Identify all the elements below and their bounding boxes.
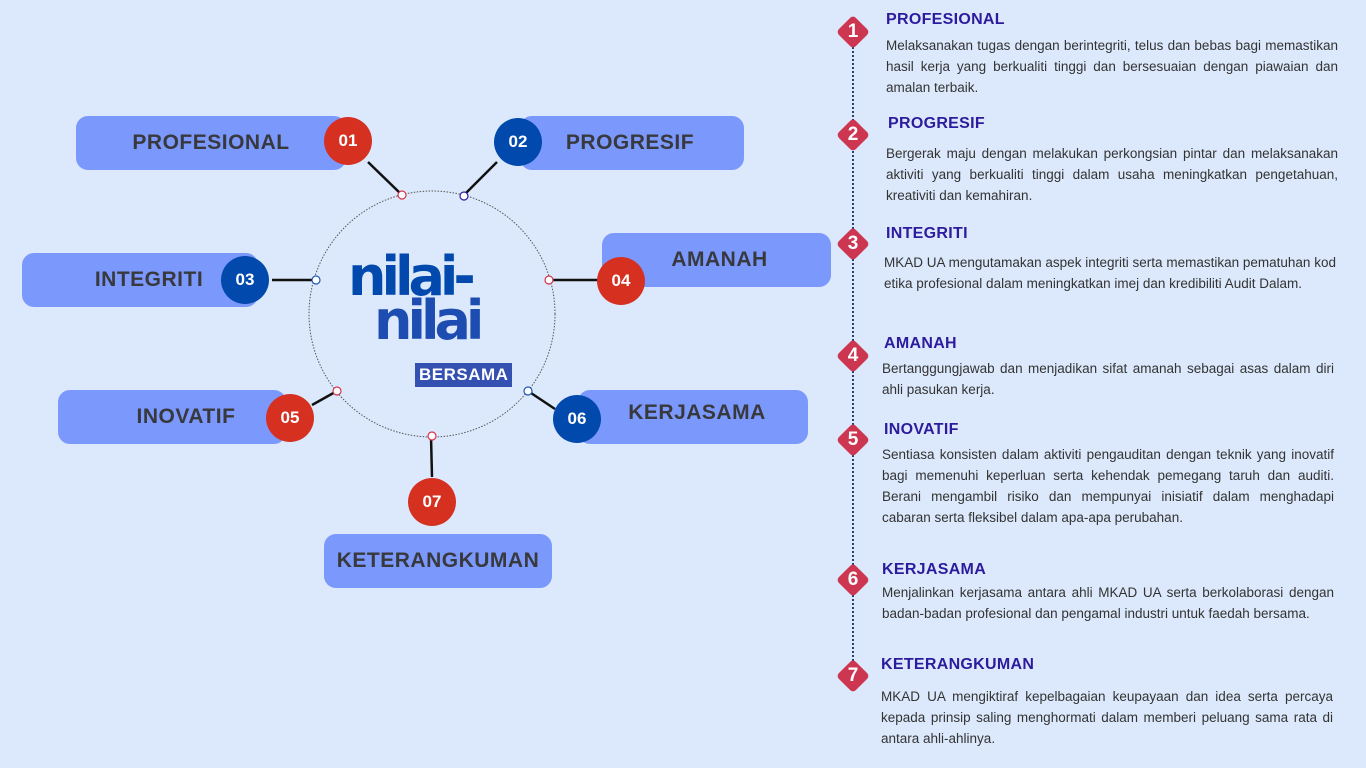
anchor-dot-04 [544,275,554,285]
diamond-number-icon: 2 [836,118,870,152]
value-title: INTEGRITI [886,225,968,242]
connector-05 [311,389,338,407]
diamond-number-icon: 3 [836,227,870,261]
logo-line-2: nilai [374,289,484,352]
node-label: INTEGRITI [94,268,204,291]
node-pill-kerjasama[interactable]: KERJASAMA [578,390,808,444]
node-badge-04[interactable]: 04 [597,257,645,305]
node-pill-keterangkuman[interactable]: KETERANGKUMAN [324,534,552,588]
node-pill-progresif[interactable]: PROGRESIF [520,116,744,170]
badge-number: 07 [422,492,442,511]
node-label: AMANAH [671,248,768,271]
diamond-number-icon: 1 [836,15,870,49]
node-pill-integriti[interactable]: INTEGRITI [22,253,258,307]
value-title: INOVATIF [884,421,959,438]
value-description: Bergerak maju dengan melakukan perkongsi… [886,146,1338,203]
node-label: KERJASAMA [628,401,766,424]
node-label: INOVATIF [136,405,236,428]
diamond-number-icon: 7 [836,659,870,693]
logo-line-1: nilai- [348,245,476,308]
node-badge-06[interactable]: 06 [553,395,601,443]
connector-02 [463,161,498,196]
value-description: Sentiasa konsisten dalam aktiviti pengau… [882,447,1334,525]
connector-01 [367,161,403,196]
diamond-number-icon: 5 [836,423,870,457]
value-description: MKAD UA mengutamakan aspek integriti ser… [884,255,1336,291]
value-title: KERJASAMA [882,561,987,578]
badge-number: 06 [567,409,587,428]
value-description: Melaksanakan tugas dengan berintegriti, … [886,38,1338,95]
value-title: PROGRESIF [888,115,985,132]
diamond-number-icon: 4 [836,339,870,373]
badge-number: 04 [611,271,631,290]
node-label: KETERANGKUMAN [336,549,540,572]
badge-number: 05 [280,408,300,427]
badge-number: 01 [338,131,358,150]
nilai-nilai-logo: nilai- nilai BERSAMA [348,245,518,387]
diamond-number-icon: 6 [836,563,870,597]
anchor-dot-02 [459,191,469,201]
anchor-dot-06 [523,386,533,396]
connector-06 [527,389,556,411]
anchor-dot-01 [397,190,407,200]
value-title: PROFESIONAL [886,11,1005,28]
connector-07 [429,435,434,478]
node-label: PROFESIONAL [132,131,290,154]
value-description: Menjalinkan kerjasama antara ahli MKAD U… [882,585,1334,621]
value-description: MKAD UA mengiktiraf kepelbagaian keupaya… [881,689,1333,746]
node-pill-inovatif[interactable]: INOVATIF [58,390,286,444]
node-badge-05[interactable]: 05 [266,394,314,442]
anchor-dot-07 [427,431,437,441]
anchor-dot-03 [311,275,321,285]
node-badge-02[interactable]: 02 [494,118,542,166]
badge-number: 02 [508,132,528,151]
value-title: KETERANGKUMAN [881,656,1035,673]
value-description: Bertanggungjawab dan menjadikan sifat am… [882,361,1334,397]
node-label: PROGRESIF [565,131,695,154]
badge-number: 03 [235,270,255,289]
anchor-dot-05 [332,386,342,396]
node-pill-profesional[interactable]: PROFESIONAL [76,116,346,170]
logo-tag-bersama: BERSAMA [415,363,513,387]
node-badge-03[interactable]: 03 [221,256,269,304]
value-title: AMANAH [884,335,957,352]
node-badge-01[interactable]: 01 [324,117,372,165]
node-badge-07[interactable]: 07 [408,478,456,526]
